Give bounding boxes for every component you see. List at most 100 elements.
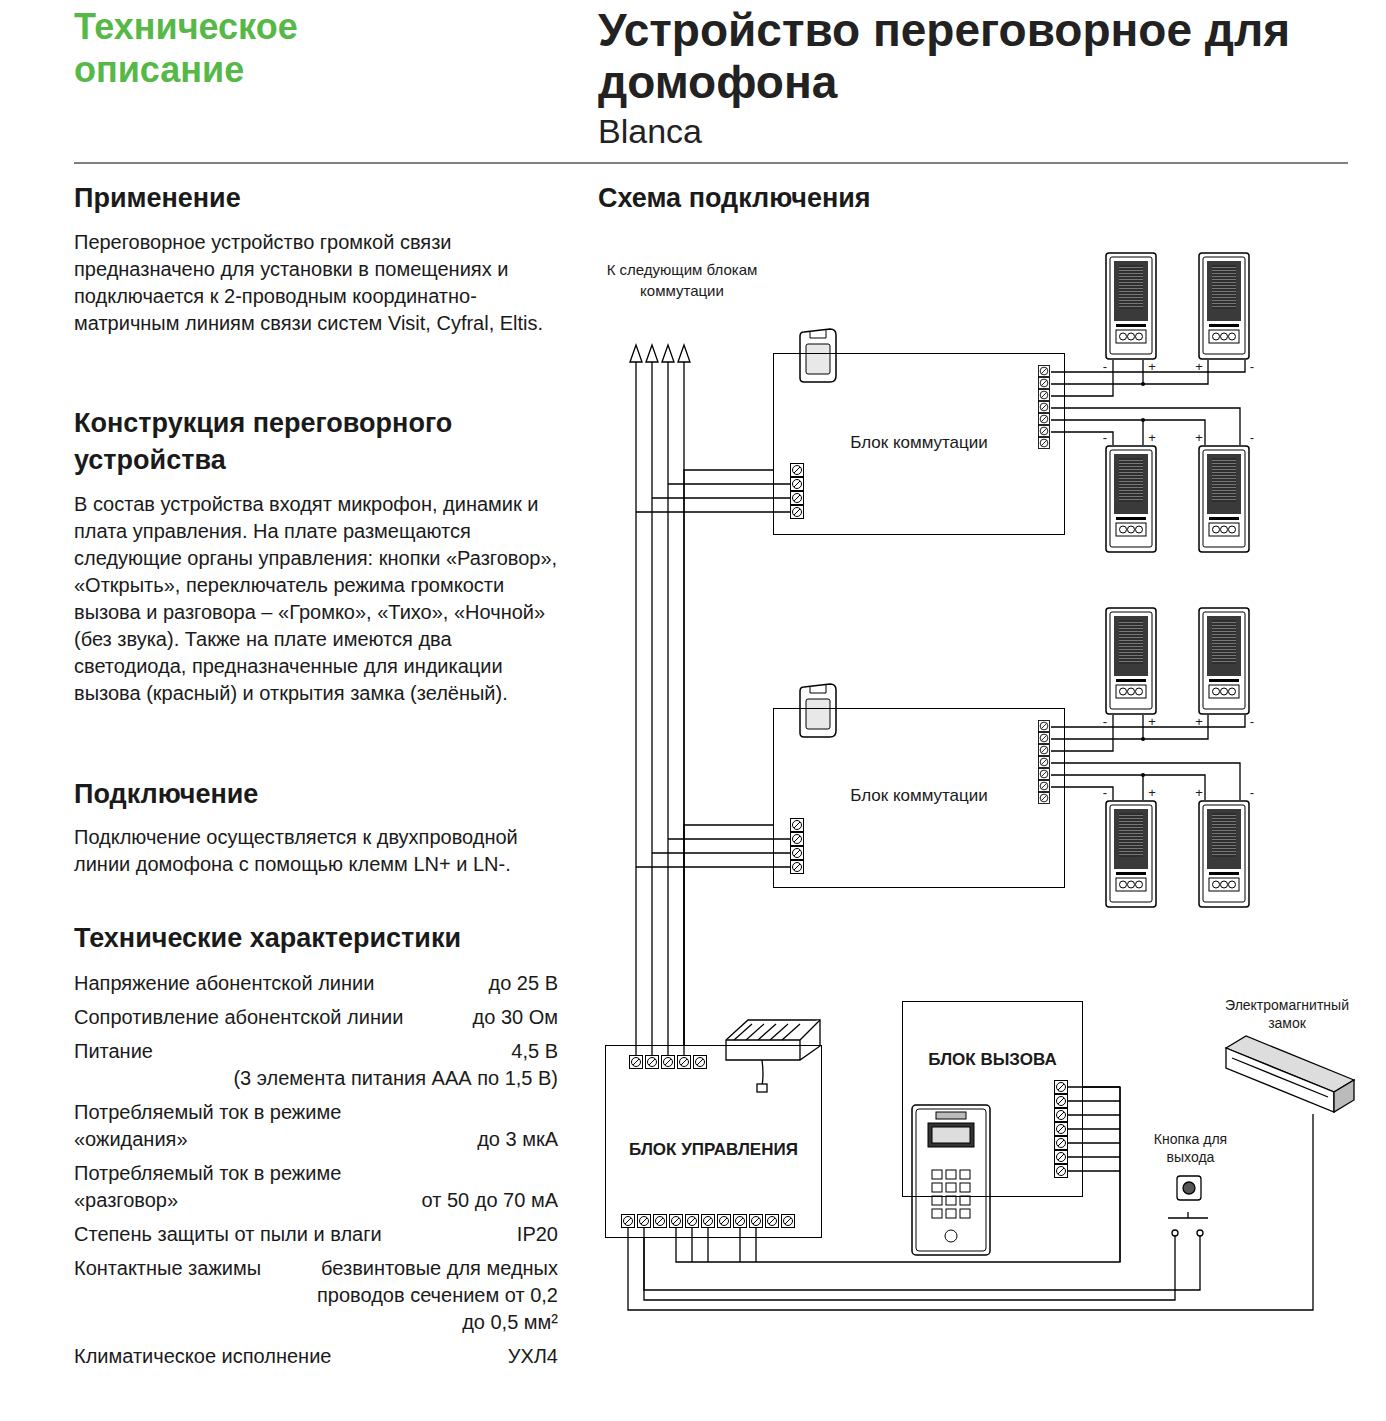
drawing-use <box>1038 365 1049 376</box>
drawing-circle <box>1172 1230 1178 1236</box>
drawing-polygon <box>1226 1048 1334 1112</box>
drawing-use <box>782 1215 795 1228</box>
drawing-rect <box>912 1105 990 1255</box>
section-title: Техническое описание <box>74 5 374 91</box>
spec-name: Напряжение абонентской линии <box>74 970 454 997</box>
node-label: Блок коммутации <box>850 432 988 454</box>
drawing-use <box>1038 401 1049 412</box>
drawing-line <box>667 362 668 1055</box>
drawing-rect <box>932 1127 970 1143</box>
drawing-path <box>1168 1212 1208 1218</box>
drawing-use <box>662 1056 675 1069</box>
switch-block-wiring-copy <box>636 608 1249 907</box>
wire-connector <box>676 1087 1120 1262</box>
spec-value: (3 элемента питания ААА по 1,5 В) <box>158 1065 558 1092</box>
spec-value: 4,5 В <box>438 1038 558 1065</box>
spec-value: до 30 Ом <box>438 1004 558 1031</box>
wire-connector <box>644 1236 1200 1290</box>
drawing-use <box>1055 1081 1068 1094</box>
drawing-rect <box>946 1170 956 1179</box>
node-label: БЛОК ВЫЗОВА <box>928 1049 1056 1071</box>
drawing-use <box>1038 377 1049 388</box>
drawing-use <box>694 1056 707 1069</box>
spec-name: Климатическое исполнение <box>74 1343 374 1370</box>
drawing-use <box>1199 446 1249 552</box>
drawing-path <box>1051 360 1245 396</box>
spec-value: IP20 <box>458 1221 558 1248</box>
drawing-use <box>670 1215 683 1228</box>
drawing-path <box>1051 408 1240 445</box>
spec-value: до 25 В <box>438 970 558 997</box>
drawing-rect <box>928 1123 974 1147</box>
drawing-path <box>762 1060 763 1086</box>
drawing-use <box>734 1215 747 1228</box>
drawing-polygon <box>662 345 674 362</box>
call-block: БЛОК ВЫЗОВА <box>902 1001 1083 1197</box>
page-title: Устройство переговорное для домофона <box>598 4 1318 108</box>
drawing-use <box>800 329 836 382</box>
drawing-use <box>1055 1123 1068 1136</box>
drawing-use <box>1055 1109 1068 1122</box>
polarity-mark: + <box>1193 785 1205 800</box>
drawing-path <box>692 1228 756 1262</box>
lock-label-box: Электромагнитный замок <box>1212 996 1374 1114</box>
polarity-mark: - <box>1246 785 1258 800</box>
paragraph: В состав устройства входят микрофон, дин… <box>74 491 564 707</box>
polarity-mark: - <box>1246 359 1258 374</box>
polarity-mark: + <box>1146 430 1158 445</box>
drawing-rect <box>757 1084 767 1092</box>
wire-connector <box>684 470 773 1045</box>
spec-value: от 50 до 70 мА <box>378 1187 558 1214</box>
drawing-path <box>726 1020 820 1060</box>
polarity-mark: - <box>1099 714 1111 729</box>
polarity-mark: - <box>1099 785 1111 800</box>
node-label: Электромагнитный замок <box>1214 996 1360 1032</box>
polarity-mark: - <box>1246 714 1258 729</box>
drawing-use <box>1055 1137 1068 1150</box>
polarity-mark: + <box>1193 430 1205 445</box>
control-block: БЛОК УПРАВЛЕНИЯ <box>605 1045 822 1238</box>
polarity-mark: + <box>1146 359 1158 374</box>
exit-button <box>1168 1176 1208 1236</box>
drawing-use <box>1038 389 1049 400</box>
drawing-use <box>932 1196 970 1205</box>
spec-value: до 3 мкА <box>408 1126 558 1153</box>
drawing-g <box>932 1170 970 1179</box>
polarity-mark: - <box>1246 430 1258 445</box>
model-name: Blanca <box>598 111 898 151</box>
heading: Схема подключения <box>598 181 1098 215</box>
drawing-path <box>1068 1087 1120 1262</box>
spec-name: Сопротивление абонентской линии <box>74 1004 474 1031</box>
spec-value: безвинтовые для медных проводов сечением… <box>296 1255 558 1336</box>
drawing-polygon <box>678 345 690 362</box>
drawing-use <box>791 506 804 519</box>
drawing-use <box>638 1215 651 1228</box>
drawing-circle <box>1141 418 1145 422</box>
node-label: БЛОК УПРАВЛЕНИЯ <box>629 1139 798 1161</box>
spec-name: Степень защиты от пыли и влаги <box>74 1221 454 1248</box>
drawing-use <box>654 1215 667 1228</box>
wire-note: К следующим блокам коммутации <box>582 259 782 301</box>
drawing-path <box>734 1024 800 1040</box>
drawing-use <box>702 1215 715 1228</box>
polarity-mark: - <box>1099 359 1111 374</box>
spec-name: Потребляемый ток в режиме «ожидания» <box>74 1099 394 1153</box>
drawing-polygon <box>1334 1080 1354 1112</box>
drawing-use <box>766 1215 779 1228</box>
transformer <box>726 1020 820 1092</box>
paragraph: Подключение осуществляется к двухпроводн… <box>74 824 564 878</box>
drawing-use <box>750 1215 763 1228</box>
drawing-circle <box>1141 382 1145 386</box>
polarity-mark: + <box>1193 359 1205 374</box>
drawing-use <box>791 464 804 477</box>
drawing-rect <box>936 1112 966 1119</box>
drawing-circle <box>945 1230 957 1242</box>
drawing-circle <box>1197 1230 1203 1236</box>
rule <box>74 162 1348 163</box>
drawing-use <box>646 1056 659 1069</box>
heading: Конструкция переговорного устройства <box>74 405 504 479</box>
spec-name: Потребляемый ток в режиме «разговор» <box>74 1160 394 1214</box>
wire-connector <box>628 1114 1313 1310</box>
